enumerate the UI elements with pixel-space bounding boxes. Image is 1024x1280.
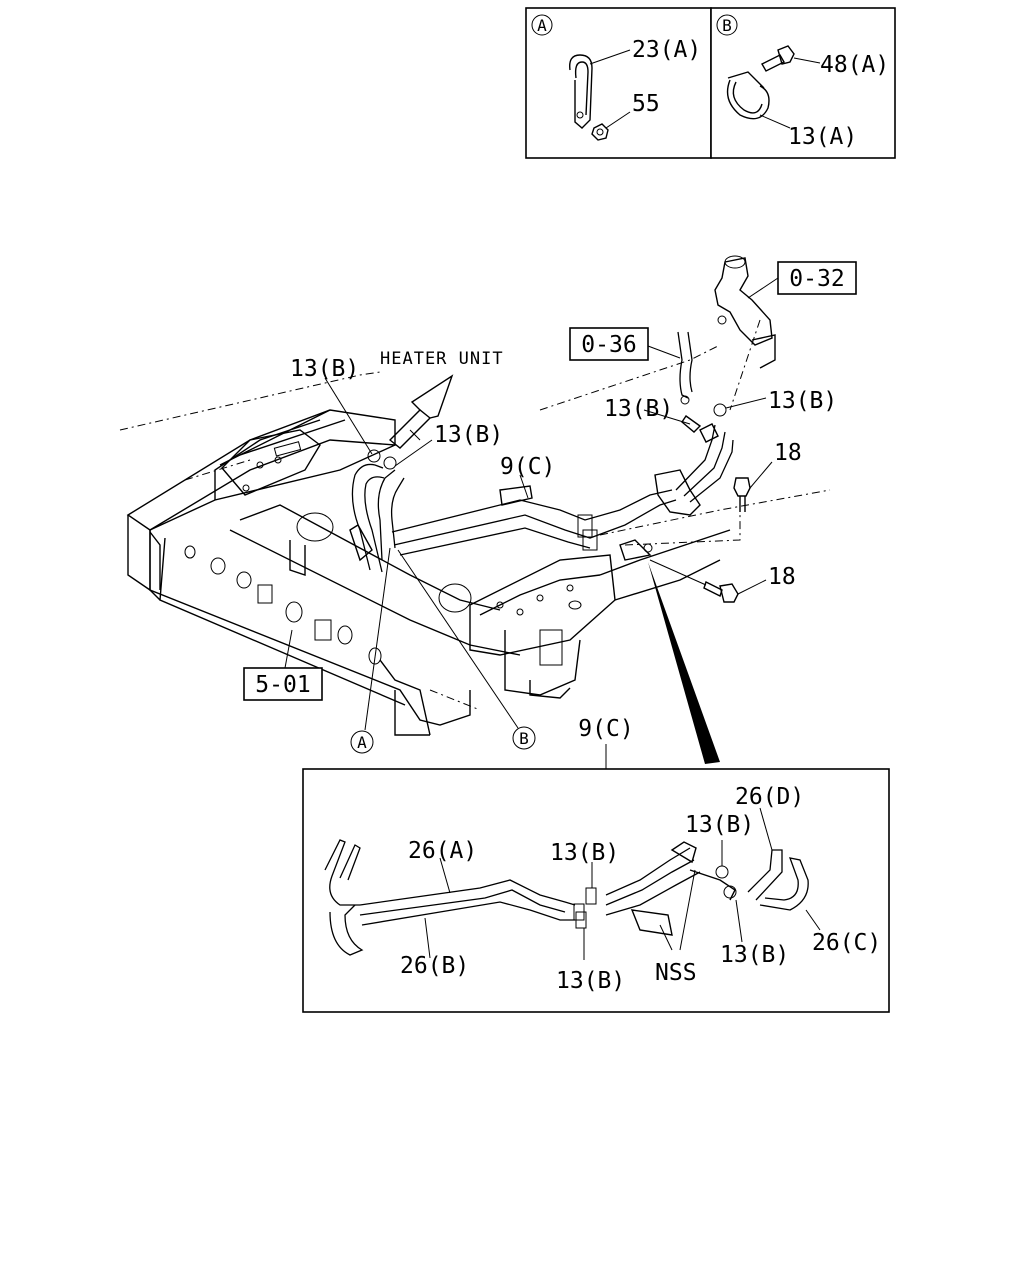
inset-pointer [648,562,720,764]
inset-title: 9(C) [578,716,633,742]
heater-unit-label: HEATER UNIT [380,349,504,369]
bolt-48a-part [761,45,795,72]
inset-hose-26c-26d [747,849,809,911]
ref-501-text: 5-01 [255,672,310,698]
ref-box-036: 0-36 [569,327,649,361]
detail-b-panel: B 48(A) 13(A) [710,7,896,159]
pipe-assembly-9c [349,423,734,573]
label-clip-mid: 13(B) [604,396,673,422]
heater-unit-arrow [388,374,454,449]
ref-box-501: 5-01 [243,667,323,701]
inset-label-26a: 26(A) [408,838,477,864]
bolt-18-lower-part [649,559,767,603]
vehicle-frame [126,409,731,736]
inset-label-26b: 26(B) [400,953,469,979]
hose-036 [647,331,693,399]
inset-hose-26a-26b [324,839,585,956]
bolt-18-upper-part [733,461,773,512]
label-23a: 23(A) [632,37,701,63]
detail-a-panel: A 23(A) 55 [525,7,712,159]
inset-label-clip-tl: 13(B) [550,840,619,866]
ref-036-text: 0-36 [581,332,636,358]
label-48a: 48(A) [820,52,889,78]
inset-label-26d: 26(D) [735,784,804,810]
inset-right-assembly [605,841,737,936]
valve-032 [714,255,779,369]
inset-label-26c: 26(C) [812,930,881,956]
clamp-13a-part [726,71,770,120]
label-bolt-upper: 18 [774,440,802,466]
inset-leaders [424,807,821,960]
inset-label-clip-tr: 13(B) [685,812,754,838]
svg-text:A: A [357,733,367,752]
marker-a: A [350,730,374,754]
ref-032-text: 0-32 [789,266,844,292]
leader-lines [284,377,767,731]
inset-label-clip-br: 13(B) [720,942,789,968]
label-bolt-lower: 18 [768,564,796,590]
inset-panel: 9(C) [302,716,890,1013]
ref-box-032: 0-32 [777,261,857,295]
centre-lines [119,319,831,711]
detail-a-marker: A [537,16,547,35]
marker-b: B [512,726,536,750]
label-clip-right: 13(B) [768,388,837,414]
label-13a: 13(A) [788,124,857,150]
nut-55-part [591,123,609,141]
clip-markers-main [367,395,727,470]
label-55: 55 [632,91,660,117]
label-pipe-assembly: 9(C) [500,454,555,480]
inset-label-clip-bl: 13(B) [556,968,625,994]
svg-text:B: B [519,729,529,748]
label-clip-left-top: 13(B) [290,356,359,382]
detail-b-marker: B [722,16,732,35]
label-clip-left-right: 13(B) [434,422,503,448]
inset-label-nss: NSS [655,960,697,986]
clip-23a-part [569,54,593,129]
